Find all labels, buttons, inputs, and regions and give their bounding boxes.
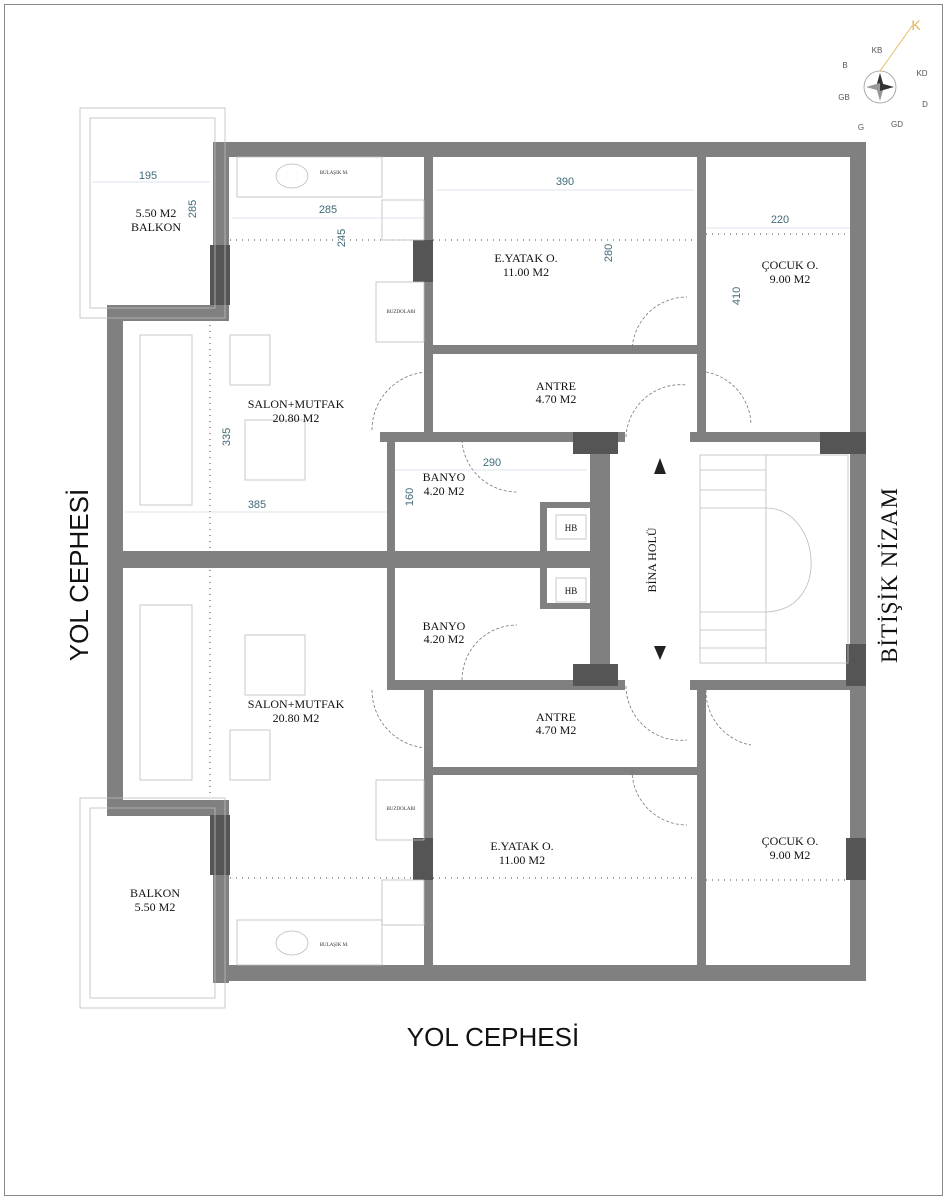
upper-balcony-name: BALKON (131, 220, 181, 234)
upper-bath-area: 4.20 M2 (424, 484, 465, 498)
dim-living-width: 385 (248, 499, 266, 511)
upper-living-name: SALON+MUTFAK (248, 397, 345, 411)
stairs (654, 454, 849, 664)
compass-gb: GB (838, 93, 850, 102)
dim-child-depth: 410 (731, 287, 743, 305)
dim-balcony-width: 195 (139, 170, 157, 182)
lower-dishwasher-label: BULAŞIK M. (320, 943, 349, 948)
upper-balcony-area: 5.50 M2 (136, 206, 177, 220)
dim-master-width: 390 (556, 176, 574, 188)
dim-balcony-depth: 285 (187, 200, 199, 218)
compass-north-label: K (911, 17, 921, 33)
upper-master-name: E.YATAK O. (494, 251, 557, 265)
upper-entry-area: 4.70 M2 (536, 392, 577, 406)
lower-hb-label: HB (565, 586, 578, 596)
lower-living-area: 20.80 M2 (273, 711, 320, 725)
compass: K KB B GB G GD D KD (838, 17, 928, 132)
lower-bath-name: BANYO (423, 619, 466, 633)
dim-kitchen-depth: 245 (336, 229, 348, 247)
compass-d: D (922, 100, 928, 109)
lower-master-name: E.YATAK O. (490, 839, 553, 853)
compass-kb: KB (872, 46, 883, 55)
lower-living-name: SALON+MUTFAK (248, 697, 345, 711)
dim-bath-depth: 160 (404, 488, 416, 506)
building-hall-label: BİNA HOLÜ (645, 527, 659, 592)
dimension-labels: 195 285 285 245 390 280 220 410 335 385 … (139, 170, 789, 511)
dimension-lines (92, 181, 850, 513)
dim-living-depth: 335 (221, 428, 233, 446)
facade-right: BİTİŞİK NİZAM (877, 487, 902, 663)
upper-unit: 5.50 M2 BALKON SALON+MUTFAK 20.80 M2 E.Y… (131, 171, 819, 540)
lower-master-area: 11.00 M2 (499, 853, 545, 867)
furniture (139, 156, 425, 966)
compass-kd: KD (916, 69, 927, 78)
compass-b: B (842, 61, 847, 70)
upper-dishwasher-label: BULAŞIK M. (320, 171, 349, 176)
dim-bath-width: 290 (483, 457, 501, 469)
doors (371, 296, 752, 826)
dim-child-width: 220 (771, 214, 789, 226)
beam-lines (209, 233, 850, 881)
compass-gd: GD (891, 120, 903, 129)
dim-kitchen-width: 285 (319, 204, 337, 216)
balconies (79, 107, 226, 1009)
facade-bottom: YOL CEPHESİ (407, 1022, 579, 1052)
upper-fridge-label: BUZDOLABI (387, 310, 416, 315)
upper-child-name: ÇOCUK O. (762, 258, 819, 272)
upper-entry-name: ANTRE (536, 379, 576, 393)
upper-bath-name: BANYO (423, 470, 466, 484)
lower-fridge-label: BUZDOLABI (387, 807, 416, 812)
drawing-frame (4, 4, 943, 1196)
lower-entry-name: ANTRE (536, 710, 576, 724)
lower-entry-area: 4.70 M2 (536, 723, 577, 737)
facade-left: YOL CEPHESİ (64, 489, 94, 661)
lower-balcony-name: BALKON (130, 886, 180, 900)
lower-balcony-area: 5.50 M2 (135, 900, 176, 914)
lower-bath-area: 4.20 M2 (424, 632, 465, 646)
lower-child-area: 9.00 M2 (770, 848, 811, 862)
upper-master-area: 11.00 M2 (503, 265, 549, 279)
lower-child-name: ÇOCUK O. (762, 834, 819, 848)
upper-living-area: 20.80 M2 (273, 411, 320, 425)
dim-master-depth: 280 (603, 244, 615, 262)
lower-unit: BALKON 5.50 M2 SALON+MUTFAK 20.80 M2 E.Y… (130, 577, 819, 948)
compass-g: G (858, 123, 864, 132)
upper-child-area: 9.00 M2 (770, 272, 811, 286)
upper-hb-label: HB (565, 523, 578, 533)
